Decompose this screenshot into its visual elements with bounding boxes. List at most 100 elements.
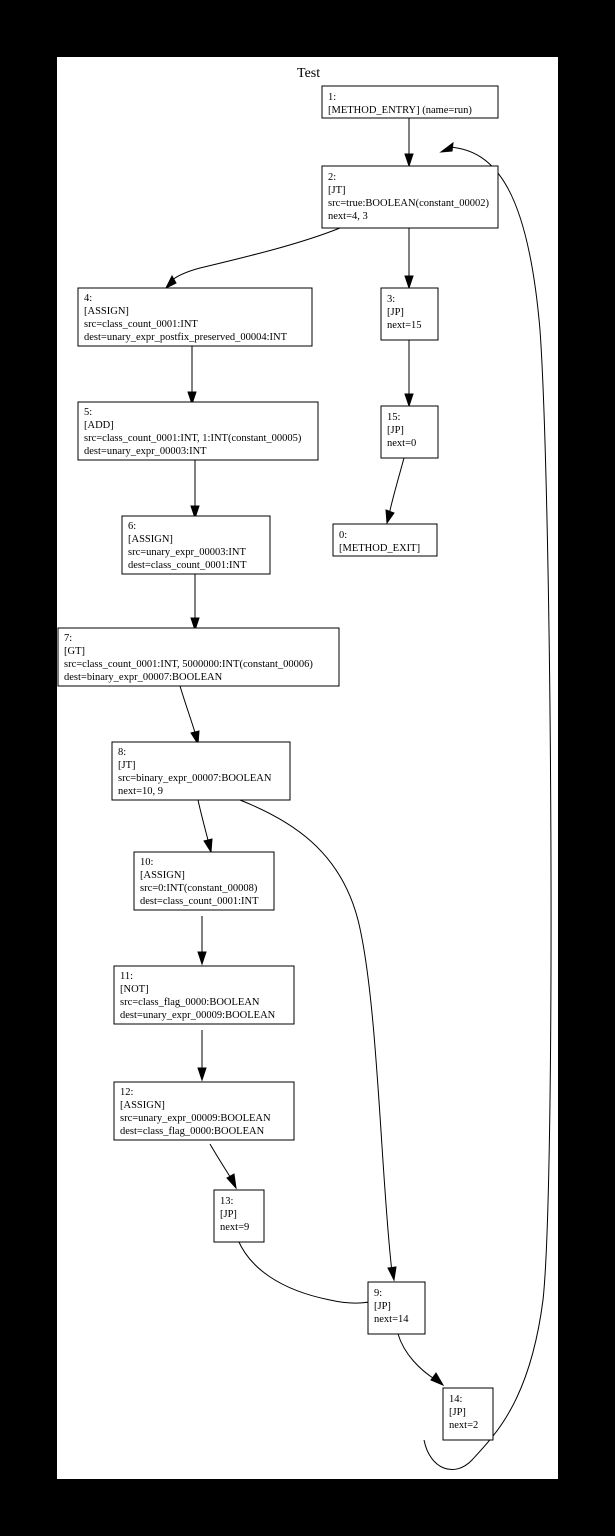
node-0-line-0: 0: <box>339 530 347 541</box>
node-2-box[interactable] <box>321 165 499 229</box>
node-9-line-0: 9: <box>374 1288 382 1299</box>
edge-layer <box>164 118 552 1470</box>
node-4[interactable]: 4: [ASSIGN] src=class_count_0001:INT des… <box>77 287 313 347</box>
node-5-box[interactable] <box>77 401 319 461</box>
node-12[interactable]: 12: [ASSIGN] src=unary_expr_00009:BOOLEA… <box>113 1081 295 1141</box>
node-6[interactable]: 6: [ASSIGN] src=unary_expr_00003:INT des… <box>121 515 271 575</box>
arrowhead-8-to-9 <box>387 1266 397 1282</box>
node-6-line-3: dest=class_count_0001:INT <box>128 560 247 571</box>
node-10-line-3: dest=class_count_0001:INT <box>140 896 259 907</box>
node-2-line-3: next=4, 3 <box>328 211 368 222</box>
node-14-line-1: [JP] <box>449 1407 466 1418</box>
node-15-box[interactable] <box>380 405 439 459</box>
arrowhead-8-to-10 <box>203 838 213 854</box>
node-7-line-1: [GT] <box>64 646 85 657</box>
node-11-line-1: [NOT] <box>120 984 149 995</box>
node-12-box[interactable] <box>113 1081 295 1141</box>
node-2-line-1: [JT] <box>328 185 346 196</box>
node-13[interactable]: 13: [JP] next=9 <box>213 1189 265 1243</box>
node-7-line-2: src=class_count_0001:INT, 5000000:INT(co… <box>64 659 313 670</box>
node-8[interactable]: 8: [JT] src=binary_expr_00007:BOOLEAN ne… <box>111 741 291 801</box>
edge-8-to-9 <box>239 799 393 1273</box>
node-10[interactable]: 10: [ASSIGN] src=0:INT(constant_00008) d… <box>133 851 275 911</box>
node-2-line-0: 2: <box>328 172 336 183</box>
node-8-line-3: next=10, 9 <box>118 786 163 797</box>
arrowhead-14-to-2 <box>439 141 454 153</box>
node-4-box[interactable] <box>77 287 313 347</box>
node-3-line-0: 3: <box>387 294 395 305</box>
node-5-line-3: dest=unary_expr_00003:INT <box>84 446 207 457</box>
node-1-box[interactable] <box>321 85 499 119</box>
node-2-line-2: src=true:BOOLEAN(constant_00002) <box>328 198 490 209</box>
node-15-line-2: next=0 <box>387 438 416 449</box>
edge-15-to-0 <box>388 457 405 516</box>
arrowhead-9-to-14 <box>430 1372 445 1387</box>
node-4-line-1: [ASSIGN] <box>84 306 129 317</box>
node-7[interactable]: 7: [GT] src=class_count_0001:INT, 500000… <box>57 627 340 687</box>
node-14-line-2: next=2 <box>449 1420 478 1431</box>
node-3-line-2: next=15 <box>387 320 422 331</box>
edge-13-to-9 <box>237 1239 379 1304</box>
edge-14-to-2 <box>423 146 552 1470</box>
node-8-line-2: src=binary_expr_00007:BOOLEAN <box>118 773 272 784</box>
node-14-line-0: 14: <box>449 1394 463 1405</box>
node-7-line-0: 7: <box>64 633 72 644</box>
node-8-line-1: [JT] <box>118 760 136 771</box>
node-14[interactable]: 14: [JP] next=2 <box>442 1387 494 1441</box>
arrowhead-11-to-12 <box>197 1067 207 1082</box>
node-9-box[interactable] <box>367 1281 426 1335</box>
node-12-line-3: dest=class_flag_0000:BOOLEAN <box>120 1126 265 1137</box>
node-6-line-2: src=unary_expr_00003:INT <box>128 547 246 558</box>
node-9-line-1: [JP] <box>374 1301 391 1312</box>
node-layer: 1: [METHOD_ENTRY] (name=run) 2: [JT] src… <box>57 85 499 1441</box>
node-10-box[interactable] <box>133 851 275 911</box>
node-14-box[interactable] <box>442 1387 494 1441</box>
node-11-box[interactable] <box>113 965 295 1025</box>
node-3[interactable]: 3: [JP] next=15 <box>380 287 439 341</box>
node-8-box[interactable] <box>111 741 291 801</box>
node-13-box[interactable] <box>213 1189 265 1243</box>
edge-12-to-13 <box>209 1143 233 1181</box>
node-12-line-1: [ASSIGN] <box>120 1100 165 1111</box>
node-5[interactable]: 5: [ADD] src=class_count_0001:INT, 1:INT… <box>77 401 319 461</box>
node-1[interactable]: 1: [METHOD_ENTRY] (name=run) <box>321 85 499 119</box>
node-12-line-0: 12: <box>120 1087 134 1098</box>
node-0[interactable]: 0: [METHOD_EXIT] <box>332 523 438 557</box>
node-6-box[interactable] <box>121 515 271 575</box>
edge-8-to-10 <box>197 799 210 845</box>
node-9[interactable]: 9: [JP] next=14 <box>367 1281 426 1335</box>
node-2[interactable]: 2: [JT] src=true:BOOLEAN(constant_00002)… <box>321 165 499 229</box>
node-1-line-0: 1: <box>328 92 336 103</box>
node-6-line-0: 6: <box>128 521 136 532</box>
node-15-line-1: [JP] <box>387 425 404 436</box>
node-3-box[interactable] <box>380 287 439 341</box>
arrowhead-2-to-4 <box>164 274 177 290</box>
node-7-box[interactable] <box>57 627 340 687</box>
arrowhead-4-to-5 <box>187 391 197 406</box>
arrowhead-12-to-13 <box>226 1173 237 1190</box>
node-11[interactable]: 11: [NOT] src=class_flag_0000:BOOLEAN de… <box>113 965 295 1025</box>
node-8-line-0: 8: <box>118 747 126 758</box>
arrowhead-15-to-0 <box>385 509 395 525</box>
node-11-line-2: src=class_flag_0000:BOOLEAN <box>120 997 260 1008</box>
arrowhead-7-to-8 <box>190 730 200 746</box>
node-6-line-1: [ASSIGN] <box>128 534 173 545</box>
arrowhead-3-to-15 <box>404 393 414 408</box>
node-0-box[interactable] <box>332 523 438 557</box>
node-5-line-1: [ADD] <box>84 420 114 431</box>
arrowhead-10-to-11 <box>197 951 207 966</box>
node-13-line-1: [JP] <box>220 1209 237 1220</box>
arrowhead-6-to-7 <box>190 617 200 632</box>
node-9-line-2: next=14 <box>374 1314 409 1325</box>
node-15-line-0: 15: <box>387 412 401 423</box>
node-5-line-2: src=class_count_0001:INT, 1:INT(constant… <box>84 433 302 444</box>
node-13-line-0: 13: <box>220 1196 234 1207</box>
node-10-line-0: 10: <box>140 857 154 868</box>
node-11-line-3: dest=unary_expr_00009:BOOLEAN <box>120 1010 276 1021</box>
node-10-line-2: src=0:INT(constant_00008) <box>140 883 258 894</box>
node-4-line-3: dest=unary_expr_postfix_preserved_00004:… <box>84 332 288 343</box>
node-4-line-0: 4: <box>84 293 92 304</box>
node-15[interactable]: 15: [JP] next=0 <box>380 405 439 459</box>
node-10-line-1: [ASSIGN] <box>140 870 185 881</box>
